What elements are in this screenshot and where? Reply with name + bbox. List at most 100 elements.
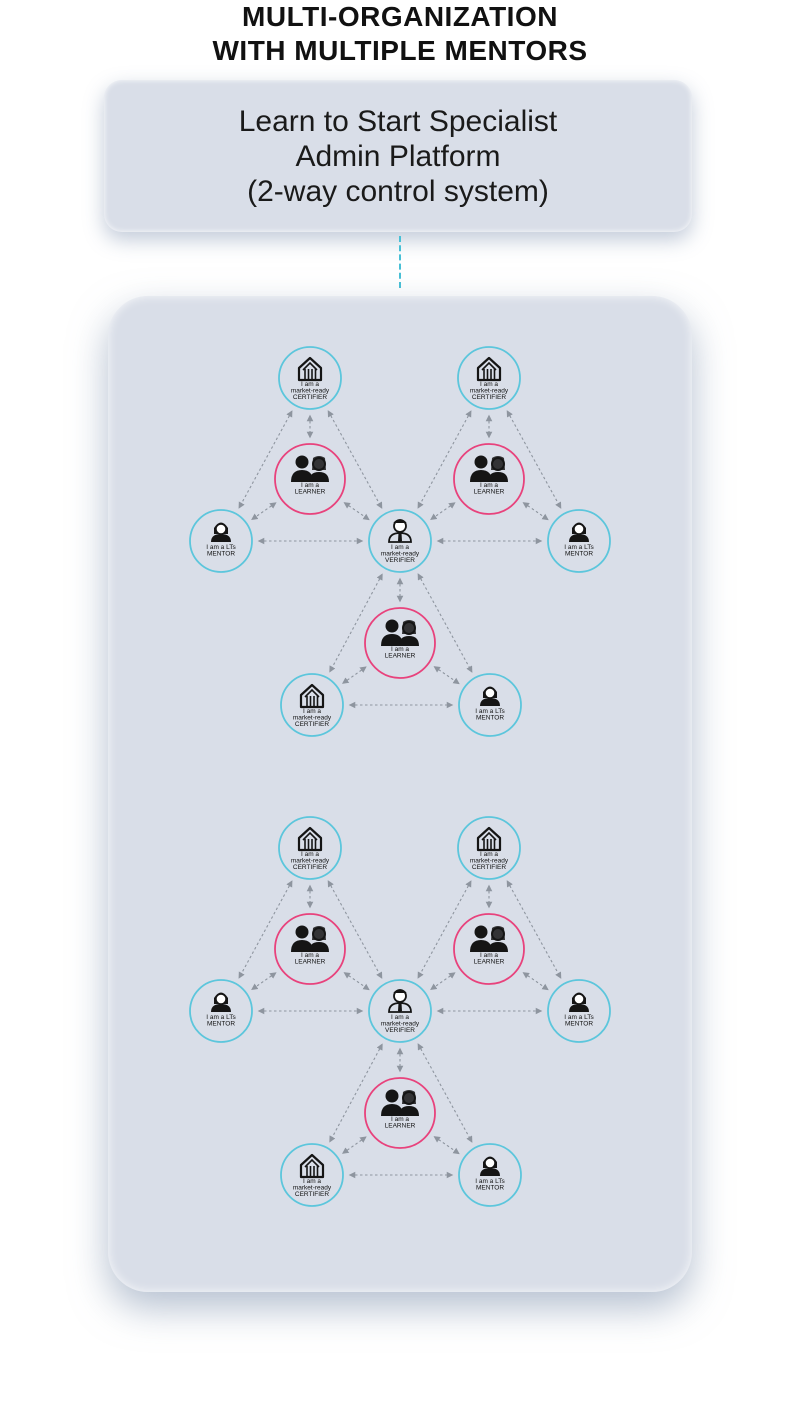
- certifier-label: market-ready: [470, 388, 509, 395]
- platform-line-3: (2-way control system): [247, 174, 549, 208]
- learners-icon: [470, 455, 508, 482]
- verifier-label: VERIFIER: [385, 557, 415, 564]
- learner-label: I am a: [480, 482, 498, 489]
- mentor-icon: [480, 686, 500, 706]
- verifier-icon: [388, 989, 412, 1013]
- learner-label: I am a: [301, 952, 319, 959]
- connection-arrow: [417, 573, 473, 673]
- certifier-label: I am a: [303, 708, 321, 715]
- learner-label: LEARNER: [295, 959, 326, 966]
- connection-arrow: [341, 666, 367, 684]
- platform-line-2: Admin Platform: [295, 139, 501, 173]
- mentor-label: MENTOR: [207, 551, 235, 558]
- shield-icon: [297, 356, 323, 382]
- certifier-label: market-ready: [293, 1185, 332, 1192]
- mentor-icon: [480, 1156, 500, 1176]
- connection-arrow: [341, 1136, 367, 1154]
- learner-label: I am a: [391, 646, 409, 653]
- connection-arrow: [417, 1043, 473, 1143]
- mentor-label: I am a LTs: [564, 1014, 594, 1021]
- mentor-label: MENTOR: [565, 551, 593, 558]
- mentor-label: I am a LTs: [206, 544, 236, 551]
- mentor-label: I am a LTs: [564, 544, 594, 551]
- connection-arrow: [343, 972, 370, 991]
- verifier-label: I am a: [391, 1014, 409, 1021]
- connection-arrow: [238, 410, 293, 509]
- connection-arrow: [327, 880, 383, 979]
- certifier-label: market-ready: [291, 858, 330, 865]
- mentor-icon: [569, 992, 589, 1012]
- certifier-label: CERTIFIER: [293, 394, 327, 401]
- connection-arrow: [506, 880, 562, 979]
- learner-label: I am a: [480, 952, 498, 959]
- mentor-label: MENTOR: [476, 715, 504, 722]
- connection-arrow: [238, 880, 293, 979]
- certifier-label: CERTIFIER: [293, 864, 327, 871]
- certifier-label: market-ready: [291, 388, 330, 395]
- title-line-1: MULTI-ORGANIZATION: [242, 1, 558, 32]
- connection-arrow: [522, 502, 549, 521]
- connection-arrow: [329, 1043, 383, 1143]
- certifier-label: market-ready: [470, 858, 509, 865]
- admin-platform-box: Learn to Start Specialist Admin Platform…: [104, 80, 692, 232]
- certifier-label: I am a: [303, 1178, 321, 1185]
- certifier-label: CERTIFIER: [295, 721, 329, 728]
- connection-arrow: [251, 502, 277, 521]
- diagram-title: MULTI-ORGANIZATION WITH MULTIPLE MENTORS: [0, 0, 800, 68]
- learner-label: I am a: [301, 482, 319, 489]
- mentor-label: I am a LTs: [475, 1178, 505, 1185]
- mentor-label: MENTOR: [207, 1021, 235, 1028]
- verifier-icon: [388, 519, 412, 543]
- certifier-label: CERTIFIER: [472, 394, 506, 401]
- learner-label: LEARNER: [474, 489, 505, 496]
- verifier-label: I am a: [391, 544, 409, 551]
- certifier-label: market-ready: [293, 715, 332, 722]
- certifier-label: CERTIFIER: [295, 1191, 329, 1198]
- title-line-2: WITH MULTIPLE MENTORS: [212, 35, 588, 66]
- shield-icon: [476, 826, 502, 852]
- connection-arrow: [433, 666, 460, 685]
- learners-icon: [381, 619, 419, 646]
- mentor-label: I am a LTs: [475, 708, 505, 715]
- connection-arrow: [417, 880, 472, 979]
- connection-arrow: [417, 410, 472, 509]
- platform-connector-line: [399, 236, 401, 288]
- mentor-label: I am a LTs: [206, 1014, 236, 1021]
- learner-label: I am a: [391, 1116, 409, 1123]
- connection-arrow: [506, 410, 562, 509]
- learners-icon: [470, 925, 508, 952]
- mentor-icon: [569, 522, 589, 542]
- connection-arrow: [430, 502, 456, 521]
- learners-icon: [291, 455, 329, 482]
- connection-arrow: [433, 1136, 460, 1155]
- verifier-label: VERIFIER: [385, 1027, 415, 1034]
- connection-arrow: [430, 972, 456, 991]
- learner-label: LEARNER: [474, 959, 505, 966]
- mentor-icon: [211, 522, 231, 542]
- verifier-label: market-ready: [381, 1021, 420, 1028]
- mentor-label: MENTOR: [476, 1185, 504, 1192]
- certifier-label: I am a: [480, 851, 498, 858]
- shield-icon: [299, 683, 325, 709]
- learners-icon: [291, 925, 329, 952]
- learners-icon: [381, 1089, 419, 1116]
- connection-arrow: [251, 972, 277, 991]
- certifier-label: I am a: [301, 381, 319, 388]
